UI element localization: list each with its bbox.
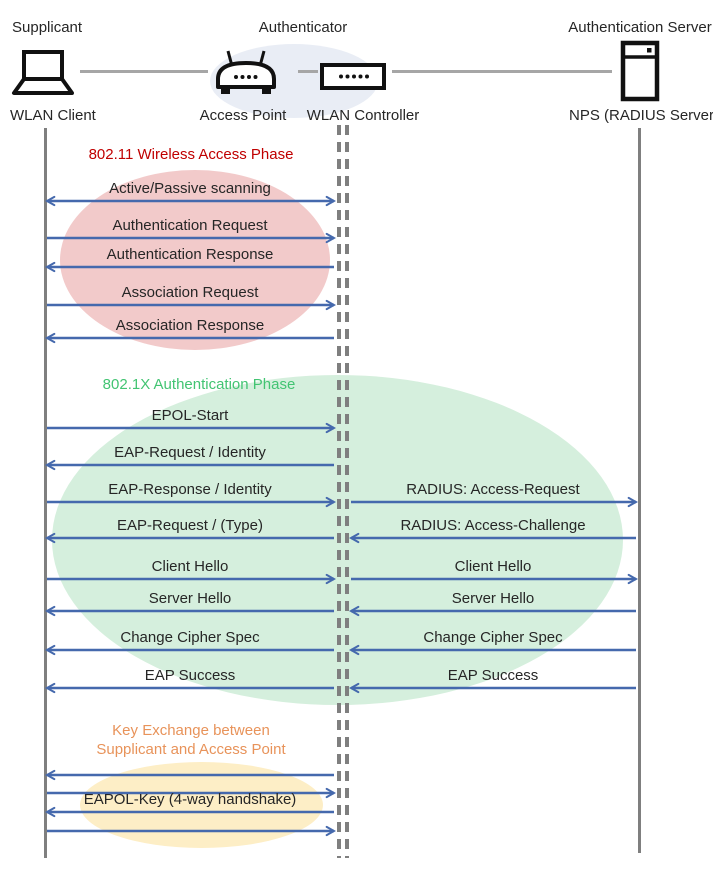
phase3-ellipse	[80, 762, 323, 848]
message-label: Authentication Response	[106, 246, 274, 263]
message-label: Authentication Request	[112, 217, 268, 234]
message-label: RADIUS: Access-Challenge	[400, 517, 586, 534]
lifeline-wlan-controller-rail-left	[337, 125, 341, 858]
message-label: EAP-Request / Identity	[114, 444, 266, 461]
lifeline-wlan-client	[44, 128, 47, 858]
message-label: Change Cipher Spec	[120, 629, 260, 646]
actor-device-wlan-client: WLAN Client	[10, 107, 96, 124]
actor-role-authenticator: Authenticator	[258, 19, 348, 36]
message-label: Association Response	[115, 317, 265, 334]
message-label: Change Cipher Spec	[423, 629, 563, 646]
lifeline-wlan-controller-rail-right	[345, 125, 349, 858]
actor-device-nps: NPS (RADIUS Server)	[568, 107, 713, 124]
phase2-title: 802.1X Authentication Phase	[102, 376, 296, 393]
server-icon	[620, 40, 660, 102]
actor-device-wlan-controller: WLAN Controller	[306, 107, 420, 124]
laptop-icon	[12, 50, 74, 95]
message-label: Client Hello	[454, 558, 532, 575]
actor-device-access-point: Access Point	[199, 107, 287, 124]
actor-role-auth-server: Authentication Server	[568, 19, 712, 36]
topology-link-wlc-server	[392, 70, 612, 73]
topology-link-client-ap	[80, 70, 208, 73]
message-label: Server Hello	[451, 590, 535, 607]
wlan-controller-icon	[320, 63, 386, 90]
message-label: Server Hello	[148, 590, 232, 607]
message-label: Association Request	[121, 284, 259, 301]
message-label: EAP-Request / (Type)	[117, 517, 263, 534]
lifeline-nps	[638, 128, 641, 853]
message-label: EAP Success	[144, 667, 236, 684]
message-label: EPOL-Start	[151, 407, 229, 424]
message-label: Client Hello	[151, 558, 229, 575]
topology-link-ap-wlc	[298, 70, 318, 73]
message-label: EAP-Response / Identity	[108, 481, 272, 498]
actor-role-supplicant: Supplicant	[12, 19, 83, 36]
phase3-title: Key Exchange between Supplicant and Acce…	[96, 721, 285, 759]
phase3-title-line1: Key Exchange between	[112, 722, 270, 739]
access-point-icon	[216, 50, 276, 94]
message-label: EAPOL-Key (4-way handshake)	[83, 791, 297, 808]
message-label: Active/Passive scanning	[109, 180, 271, 197]
phase3-title-line2: Supplicant and Access Point	[96, 741, 286, 758]
message-label: RADIUS: Access-Request	[406, 481, 580, 498]
message-label: EAP Success	[447, 667, 539, 684]
phase1-title: 802.11 Wireless Access Phase	[88, 146, 294, 163]
